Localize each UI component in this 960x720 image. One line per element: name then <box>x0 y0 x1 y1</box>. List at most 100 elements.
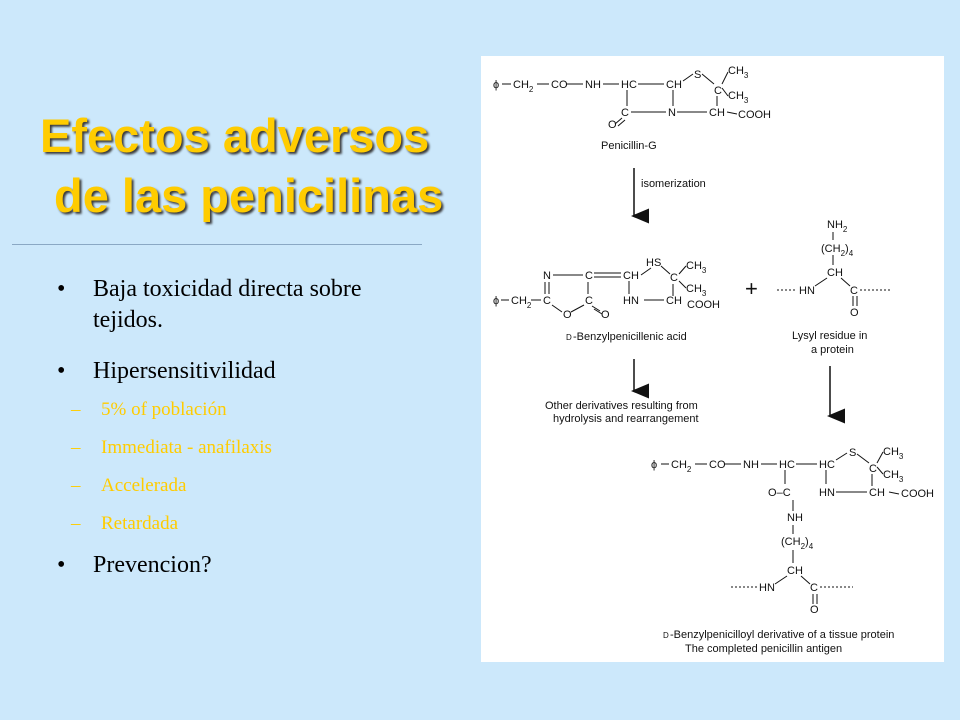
atom-cooh: COOH <box>738 109 771 121</box>
atom-cooh: COOH <box>687 299 720 311</box>
atom-c: C <box>543 295 551 307</box>
atom-c: C <box>670 272 678 284</box>
sub-bullet-item: –Immediata - anafilaxis <box>57 436 397 460</box>
atom-c: C <box>714 85 722 97</box>
atom-ch: CH <box>666 295 682 307</box>
atom-hn: HN <box>799 285 815 297</box>
bullet-text: Baja toxicidad directa sobre tejidos. <box>93 276 362 333</box>
sub-bullet-list: –5% of población –Immediata - anafilaxis… <box>57 398 397 536</box>
atom-oc: O–C <box>768 487 791 499</box>
sub-bullet-item: –Accelerada <box>57 474 397 498</box>
atom-hc: HC <box>779 459 795 471</box>
sub-bullet-text: Accelerada <box>101 475 187 496</box>
atom-hs: HS <box>646 257 661 269</box>
atom-hn: HN <box>819 487 835 499</box>
atom-co: CO <box>709 459 726 471</box>
sub-bullet-group: –5% of población –Immediata - anafilaxis… <box>57 398 397 536</box>
bonds <box>661 451 900 604</box>
atom-c: C <box>585 295 593 307</box>
lysyl-residue-structure: NH2 (CH2)4 CH HN C O Lysyl residue in a … <box>777 219 891 356</box>
atom-ch: CH <box>623 270 639 282</box>
bullet-text: Prevencion? <box>93 552 212 578</box>
atom-c: C <box>850 285 858 297</box>
atom-ch: CH <box>709 107 725 119</box>
atom-c: C <box>621 107 629 119</box>
atom-phi: ϕ <box>493 79 499 91</box>
bonds <box>501 265 687 315</box>
dash-mark: – <box>71 399 81 420</box>
bullet-list: • Baja toxicidad directa sobre tejidos. … <box>57 274 397 581</box>
final-label-1: -Benzylpenicilloyl derivative of a tissu… <box>670 629 894 641</box>
final-label-2: The completed penicillin antigen <box>685 643 842 655</box>
other-derivatives-label-1: Other derivatives resulting from <box>545 400 698 412</box>
atom-o: O <box>608 119 617 131</box>
atom-ch3: CH3 <box>728 90 749 105</box>
reaction-svg: ϕ CH2 CO NH HC CH S C CH3 CH3 C N CH COO… <box>493 65 934 655</box>
atom-nh2: NH2 <box>827 219 848 234</box>
atom-ch2: CH2 <box>511 295 532 310</box>
atom-ch2-chain: (CH2)4 <box>821 243 854 258</box>
atom-ch3: CH3 <box>686 260 707 275</box>
atom-ch2: CH2 <box>513 79 534 94</box>
bullet-item: • Baja toxicidad directa sobre tejidos. <box>57 274 397 336</box>
atom-hc: HC <box>819 459 835 471</box>
bullet-text: Hipersensitivilidad <box>93 358 276 384</box>
atom-nh: NH <box>743 459 759 471</box>
atom-ch: CH <box>869 487 885 499</box>
atom-n: N <box>543 270 551 282</box>
atom-hc: HC <box>621 79 637 91</box>
title-divider <box>12 244 422 245</box>
atom-ch3: CH3 <box>883 446 904 461</box>
isomerization-label: isomerization <box>641 178 706 190</box>
sub-bullet-item: –Retardada <box>57 512 397 536</box>
slide-title: Efectos adversos de las penicilinas <box>40 106 470 226</box>
atom-c: C <box>810 582 818 594</box>
atom-ch: CH <box>787 565 803 577</box>
dash-mark: – <box>71 475 81 496</box>
penicillin-g-structure: ϕ CH2 CO NH HC CH S C CH3 CH3 C N CH COO… <box>493 65 771 152</box>
plus-sign: + <box>745 276 758 301</box>
bullet-item: • Hipersensitivilidad <box>57 356 397 387</box>
penicilloyl-derivative-structure: ϕ CH2 CO NH HC HC S C CH3 CH3 O–C HN CH … <box>651 446 934 655</box>
penicillin-reaction-diagram: ϕ CH2 CO NH HC CH S C CH3 CH3 C N CH COO… <box>481 56 944 662</box>
atom-ch3: CH3 <box>883 469 904 484</box>
atom-ch3: CH3 <box>728 65 749 80</box>
atom-hn: HN <box>759 582 775 594</box>
atom-s: S <box>849 447 856 459</box>
atom-phi: ϕ <box>651 459 657 471</box>
other-derivatives-label-2: hydrolysis and rearrangement <box>553 413 699 425</box>
sub-bullet-item: –5% of población <box>57 398 397 422</box>
atom-c: C <box>869 463 877 475</box>
atom-ch2-chain: (CH2)4 <box>781 536 814 551</box>
bullet-dot: • <box>57 358 66 384</box>
title-line-1: Efectos adversos <box>40 109 430 162</box>
atom-nh: NH <box>787 512 803 524</box>
atom-ch: CH <box>827 267 843 279</box>
atom-o: O <box>810 604 819 616</box>
atom-nh: NH <box>585 79 601 91</box>
atom-hn: HN <box>623 295 639 307</box>
title-line-2: de las penicilinas <box>54 169 444 222</box>
bonds <box>777 232 891 306</box>
lysyl-label-2: a protein <box>811 344 854 356</box>
dash-mark: – <box>71 513 81 534</box>
sub-bullet-text: 5% of población <box>101 399 227 420</box>
atom-o: O <box>850 307 859 319</box>
atom-o: O <box>601 309 610 321</box>
atom-n: N <box>668 107 676 119</box>
atom-cooh: COOH <box>901 488 934 500</box>
final-prefix: D <box>663 631 669 640</box>
atom-c: C <box>585 270 593 282</box>
atom-o: O <box>563 309 572 321</box>
atom-ch3: CH3 <box>686 283 707 298</box>
lysyl-label-1: Lysyl residue in <box>792 330 867 342</box>
benzylpenicillenic-acid-structure: N C CH HS C CH3 CH3 ϕ CH2 C C HN CH COOH… <box>493 257 720 343</box>
sub-bullet-text: Immediata - anafilaxis <box>101 437 272 458</box>
bullet-dot: • <box>57 276 66 302</box>
bullet-dot: • <box>57 552 66 578</box>
atom-ch: CH <box>666 79 682 91</box>
atom-phi: ϕ <box>493 295 499 307</box>
atom-s: S <box>694 69 701 81</box>
penicillin-label: Penicillin-G <box>601 140 657 152</box>
bullet-item: • Prevencion? <box>57 550 397 581</box>
